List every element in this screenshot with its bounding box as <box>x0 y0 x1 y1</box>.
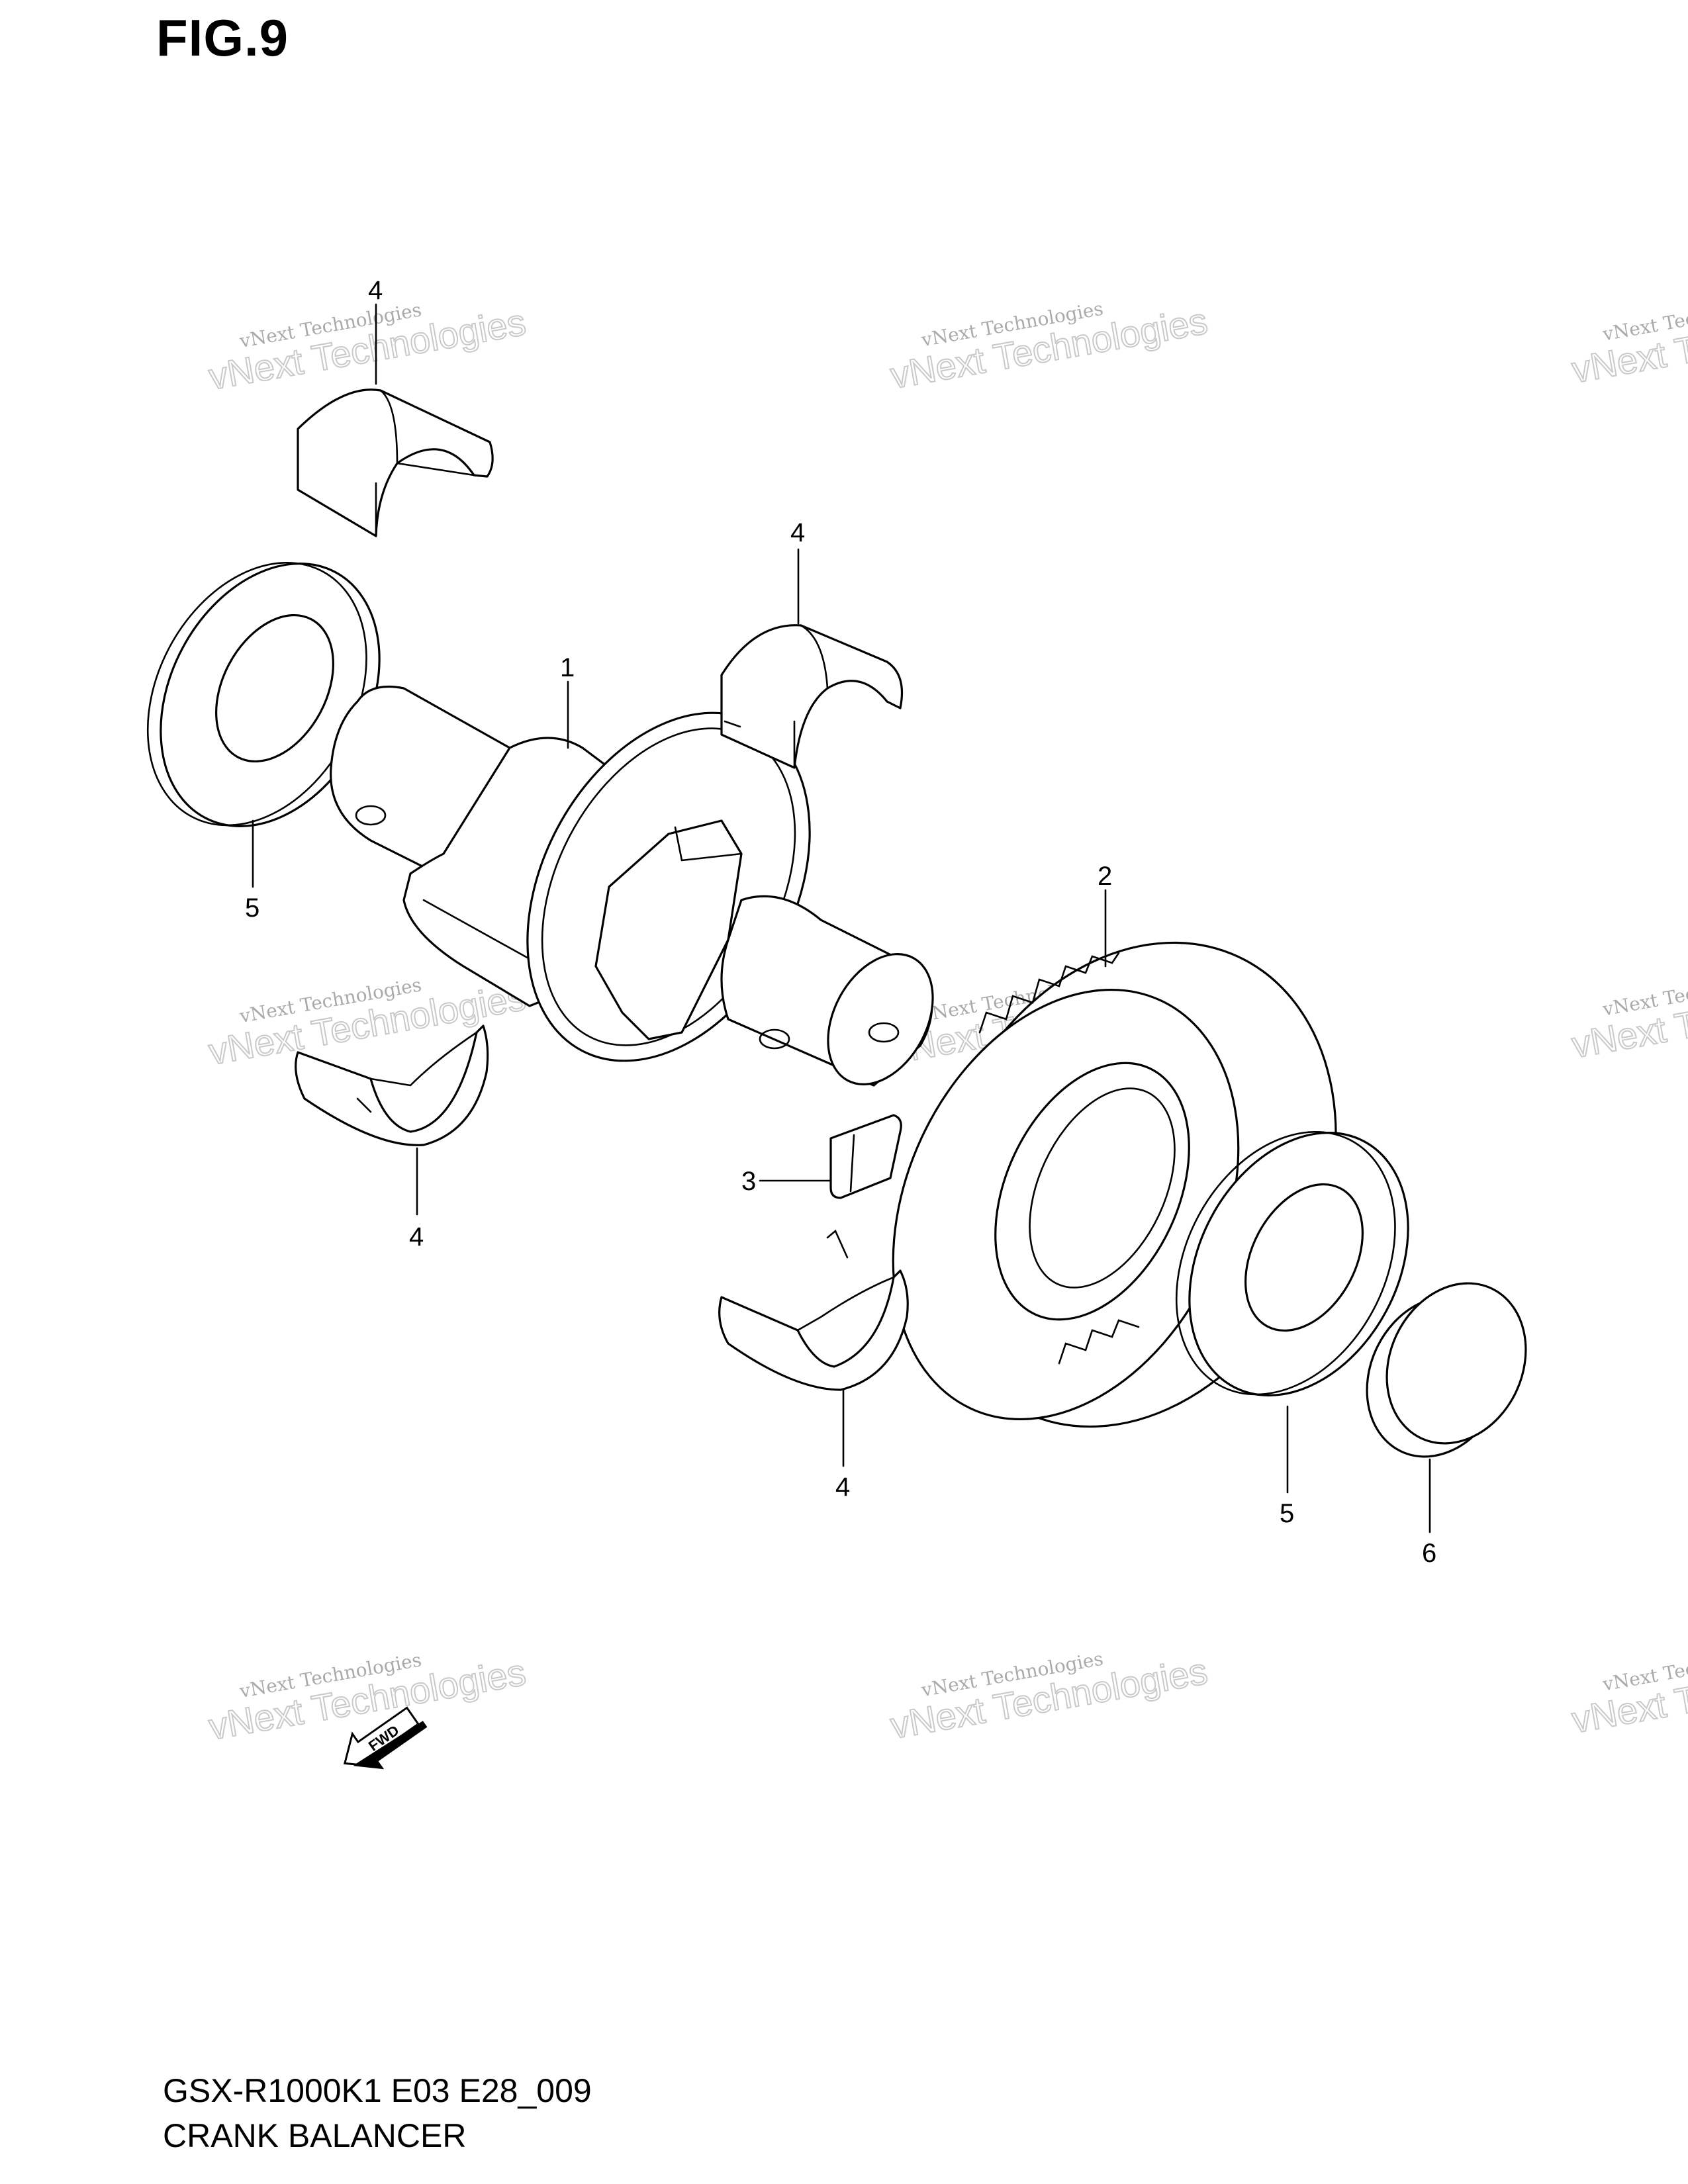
bearing-shell-bottom-left <box>295 1024 489 1146</box>
callout-4-top-center: 4 <box>790 518 805 547</box>
thrust-washer-left <box>146 561 381 827</box>
watermark-bottom-right: vNext Technologies vNext Technologies <box>1568 1642 1688 1741</box>
thrust-washer-right <box>1175 1130 1409 1396</box>
bearing-shell-top-left <box>297 388 494 537</box>
callout-4-bottom-center: 4 <box>835 1473 850 1502</box>
end-cap <box>1366 1282 1527 1458</box>
fwd-arrow-icon: FWD <box>343 1706 428 1770</box>
bearing-shell-top-center <box>720 624 903 769</box>
callout-4-top-left: 4 <box>368 276 383 305</box>
figure-title: FIG.9 <box>156 9 289 67</box>
watermark-mid-right: vNext Technologies vNext Technologies <box>1568 967 1688 1066</box>
callout-4-bottom-left: 4 <box>409 1222 424 1251</box>
model-code: GSX-R1000K1 E03 E28_009 <box>163 2072 592 2109</box>
svg-text:vNext Technologies: vNext Technologies <box>1569 969 1688 1066</box>
bearing-shell-bottom-center <box>718 1229 909 1391</box>
watermark-top-center: vNext Technologies vNext Technologies <box>887 298 1211 397</box>
callout-5-left: 5 <box>245 893 259 923</box>
svg-text:vNext Technologies: vNext Technologies <box>1569 1644 1688 1741</box>
balancer-shaft <box>330 686 934 1087</box>
callout-3: 3 <box>741 1167 756 1196</box>
callout-2: 2 <box>1098 862 1112 891</box>
watermark-bottom-center: vNext Technologies vNext Technologies <box>887 1648 1211 1747</box>
callout-5-right: 5 <box>1280 1499 1294 1528</box>
callout-6: 6 <box>1422 1539 1436 1568</box>
watermark-top-left: vNext Technologies vNext Technologies <box>205 298 530 398</box>
watermark-top-right: vNext Technologies vNext Technologies <box>1568 292 1688 391</box>
leader-lines <box>252 303 1431 1533</box>
callout-1: 1 <box>560 653 575 682</box>
section-name: CRANK BALANCER <box>163 2117 467 2154</box>
woodruff-key <box>829 1114 902 1199</box>
watermark-bottom-left: vNext Technologies vNext Technologies <box>205 1649 530 1748</box>
svg-text:vNext Technologies: vNext Technologies <box>1569 294 1688 390</box>
